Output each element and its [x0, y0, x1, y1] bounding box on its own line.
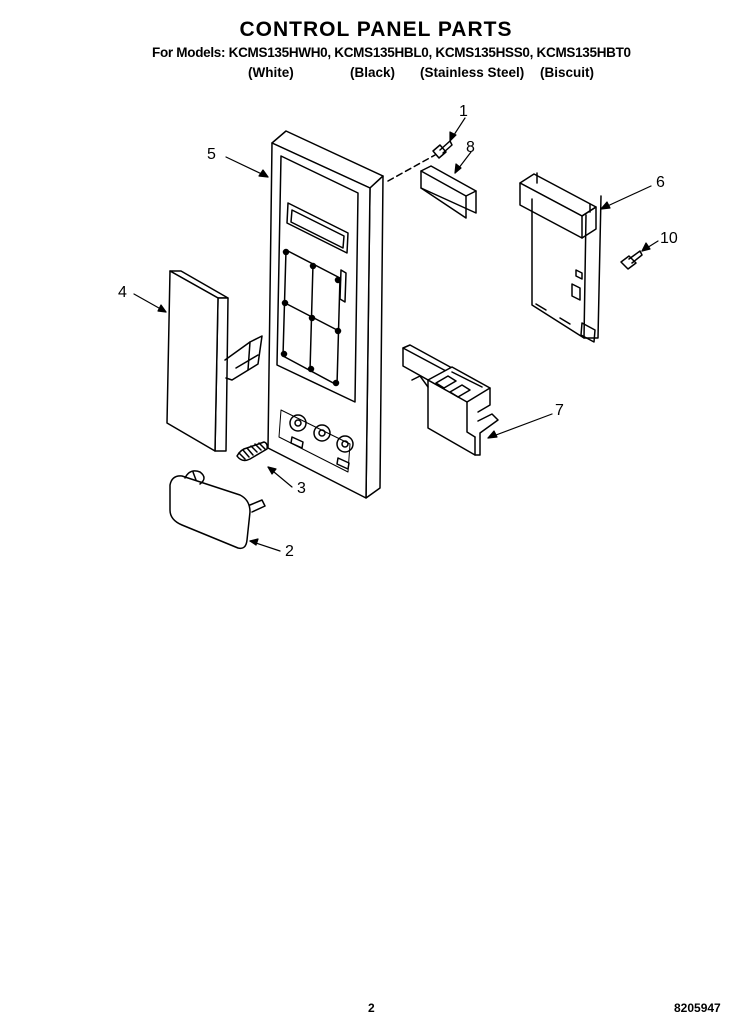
part-5-control-panel-frame [267, 130, 384, 499]
variant-white: (White) [248, 65, 294, 80]
page-number: 2 [368, 1001, 375, 1015]
part-7-latch-bracket [402, 344, 499, 456]
document-number: 8205947 [674, 1001, 721, 1015]
part-3-spring [236, 441, 268, 462]
variant-black: (Black) [350, 65, 396, 80]
callout-3: 3 [297, 480, 306, 497]
page-title: CONTROL PANEL PARTS [239, 18, 513, 41]
callout-leaders [133, 117, 659, 552]
callout-2: 2 [285, 543, 294, 560]
part-2-door-button [169, 470, 266, 550]
callout-4: 4 [118, 284, 127, 301]
callout-5: 5 [207, 146, 216, 163]
callout-1: 1 [459, 103, 468, 120]
variant-stainless-steel: (Stainless Steel) [420, 65, 525, 80]
callout-7: 7 [555, 402, 564, 419]
part-4-door-actuator [166, 270, 263, 452]
callout-8: 8 [466, 139, 475, 156]
part-10-screw [620, 250, 643, 270]
models-line: For Models: KCMS135HWH0, KCMS135HBL0, KC… [152, 45, 631, 60]
part-1-screw [432, 140, 453, 159]
part-8-overlay [420, 165, 477, 219]
part-6-control-board [519, 172, 602, 343]
callout-10: 10 [660, 230, 678, 247]
callout-6: 6 [656, 174, 665, 191]
assembly-leader-line [387, 154, 436, 182]
variant-biscuit: (Biscuit) [540, 65, 594, 80]
